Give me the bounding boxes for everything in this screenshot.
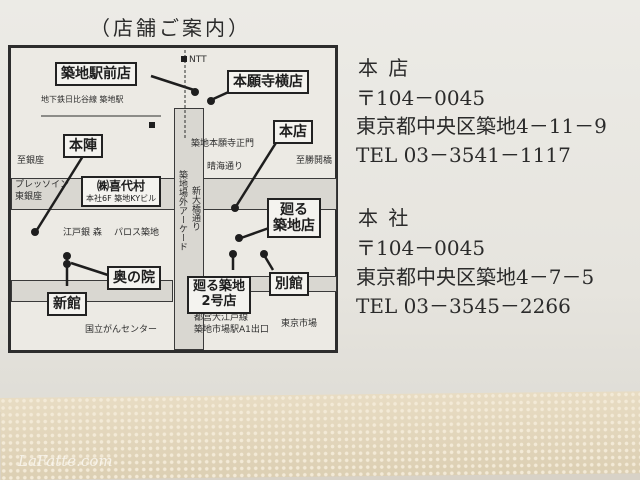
company-kidaimura: ㈱喜代村 本社6F 築地KYビル <box>81 176 162 207</box>
honten-postal: 〒104－0045 <box>356 86 486 110</box>
watermark: LaFatte.com <box>18 452 113 470</box>
dot-honten <box>231 204 239 212</box>
honsha-tel: TEL 03－3545－2266 <box>356 294 571 318</box>
store-honjin: 本陣 <box>63 134 103 159</box>
dot-honganji <box>207 97 215 105</box>
station-ntt <box>181 56 187 62</box>
store-okunoin: 奥の院 <box>107 266 161 291</box>
label-harumi-dori: 晴海通り <box>207 162 244 172</box>
dot-okunoin <box>63 260 71 268</box>
company-kidaimura-name: ㈱喜代村 <box>97 179 146 193</box>
dot-meguru2 <box>229 250 237 258</box>
store-map: NTT 地下鉄日比谷線 築地駅 築地本願寺正門 晴海通り 至銀座 至勝鬨橋 プレ… <box>8 45 338 353</box>
store-meguru-2: 廻る築地 2号店 <box>187 276 252 314</box>
honsha-address: 東京都中央区築地4－7－5 <box>356 265 595 289</box>
store-shinkan: 新館 <box>47 292 87 317</box>
leader-meguru <box>240 226 270 240</box>
label-prestige-inn: プレッソイン 東銀座 <box>15 180 70 202</box>
leader-ekimae <box>150 74 195 92</box>
honsha-title: 本 社 <box>358 206 411 230</box>
honsha-postal: 〒104－0045 <box>356 236 486 260</box>
label-to-ginza: 至銀座 <box>17 156 45 166</box>
map-heading: （店舗ご案内） <box>90 16 251 40</box>
label-hibiya-line: 地下鉄日比谷線 築地駅 <box>41 95 124 104</box>
label-shin-ohashi: 新大橋通り <box>190 186 200 231</box>
dot-ekimae <box>191 88 199 96</box>
leader-honjin <box>33 155 85 234</box>
dot-meguru <box>235 234 243 242</box>
label-tokyo-market: 東京市場 <box>281 319 318 329</box>
dot-shinkan <box>63 252 71 260</box>
label-edogin-mori: 江戸銀 森 <box>63 228 102 238</box>
label-arcade: 築地場外アーケード <box>177 170 187 251</box>
label-to-kachidoki: 至勝鬨橋 <box>296 156 333 166</box>
dot-honjin <box>31 228 39 236</box>
leader-honten <box>233 137 281 209</box>
label-ntt: NTT <box>189 55 207 65</box>
store-tsukiji-ekimae: 築地駅前店 <box>55 62 137 87</box>
station-hibiya <box>149 122 155 128</box>
honten-address: 東京都中央区築地4－11－9 <box>356 114 607 138</box>
label-oedo-exit: 都営大江戸線 築地市場駅A1出口 <box>194 313 269 336</box>
label-honganji-gate: 築地本願寺正門 <box>191 139 255 149</box>
honten-title: 本 店 <box>358 56 411 80</box>
store-honten: 本店 <box>273 120 313 145</box>
label-cancer-center: 国立がんセンター <box>85 325 158 335</box>
company-kidaimura-sub: 本社6F 築地KYビル <box>86 193 157 203</box>
store-bekkan: 別館 <box>269 272 309 297</box>
business-card: （店舗ご案内） NTT 地下鉄日比谷線 築地駅 築地本願寺正門 晴海通り 至銀座… <box>0 0 640 412</box>
leader-okunoin <box>70 261 112 278</box>
store-honganji-yoko: 本願寺横店 <box>227 70 309 95</box>
dot-bekkan <box>260 250 268 258</box>
honten-tel: TEL 03－3541－1117 <box>356 143 571 167</box>
store-meguru-tsukiji: 廻る 築地店 <box>267 198 321 239</box>
label-paros: パロス築地 <box>114 228 160 238</box>
